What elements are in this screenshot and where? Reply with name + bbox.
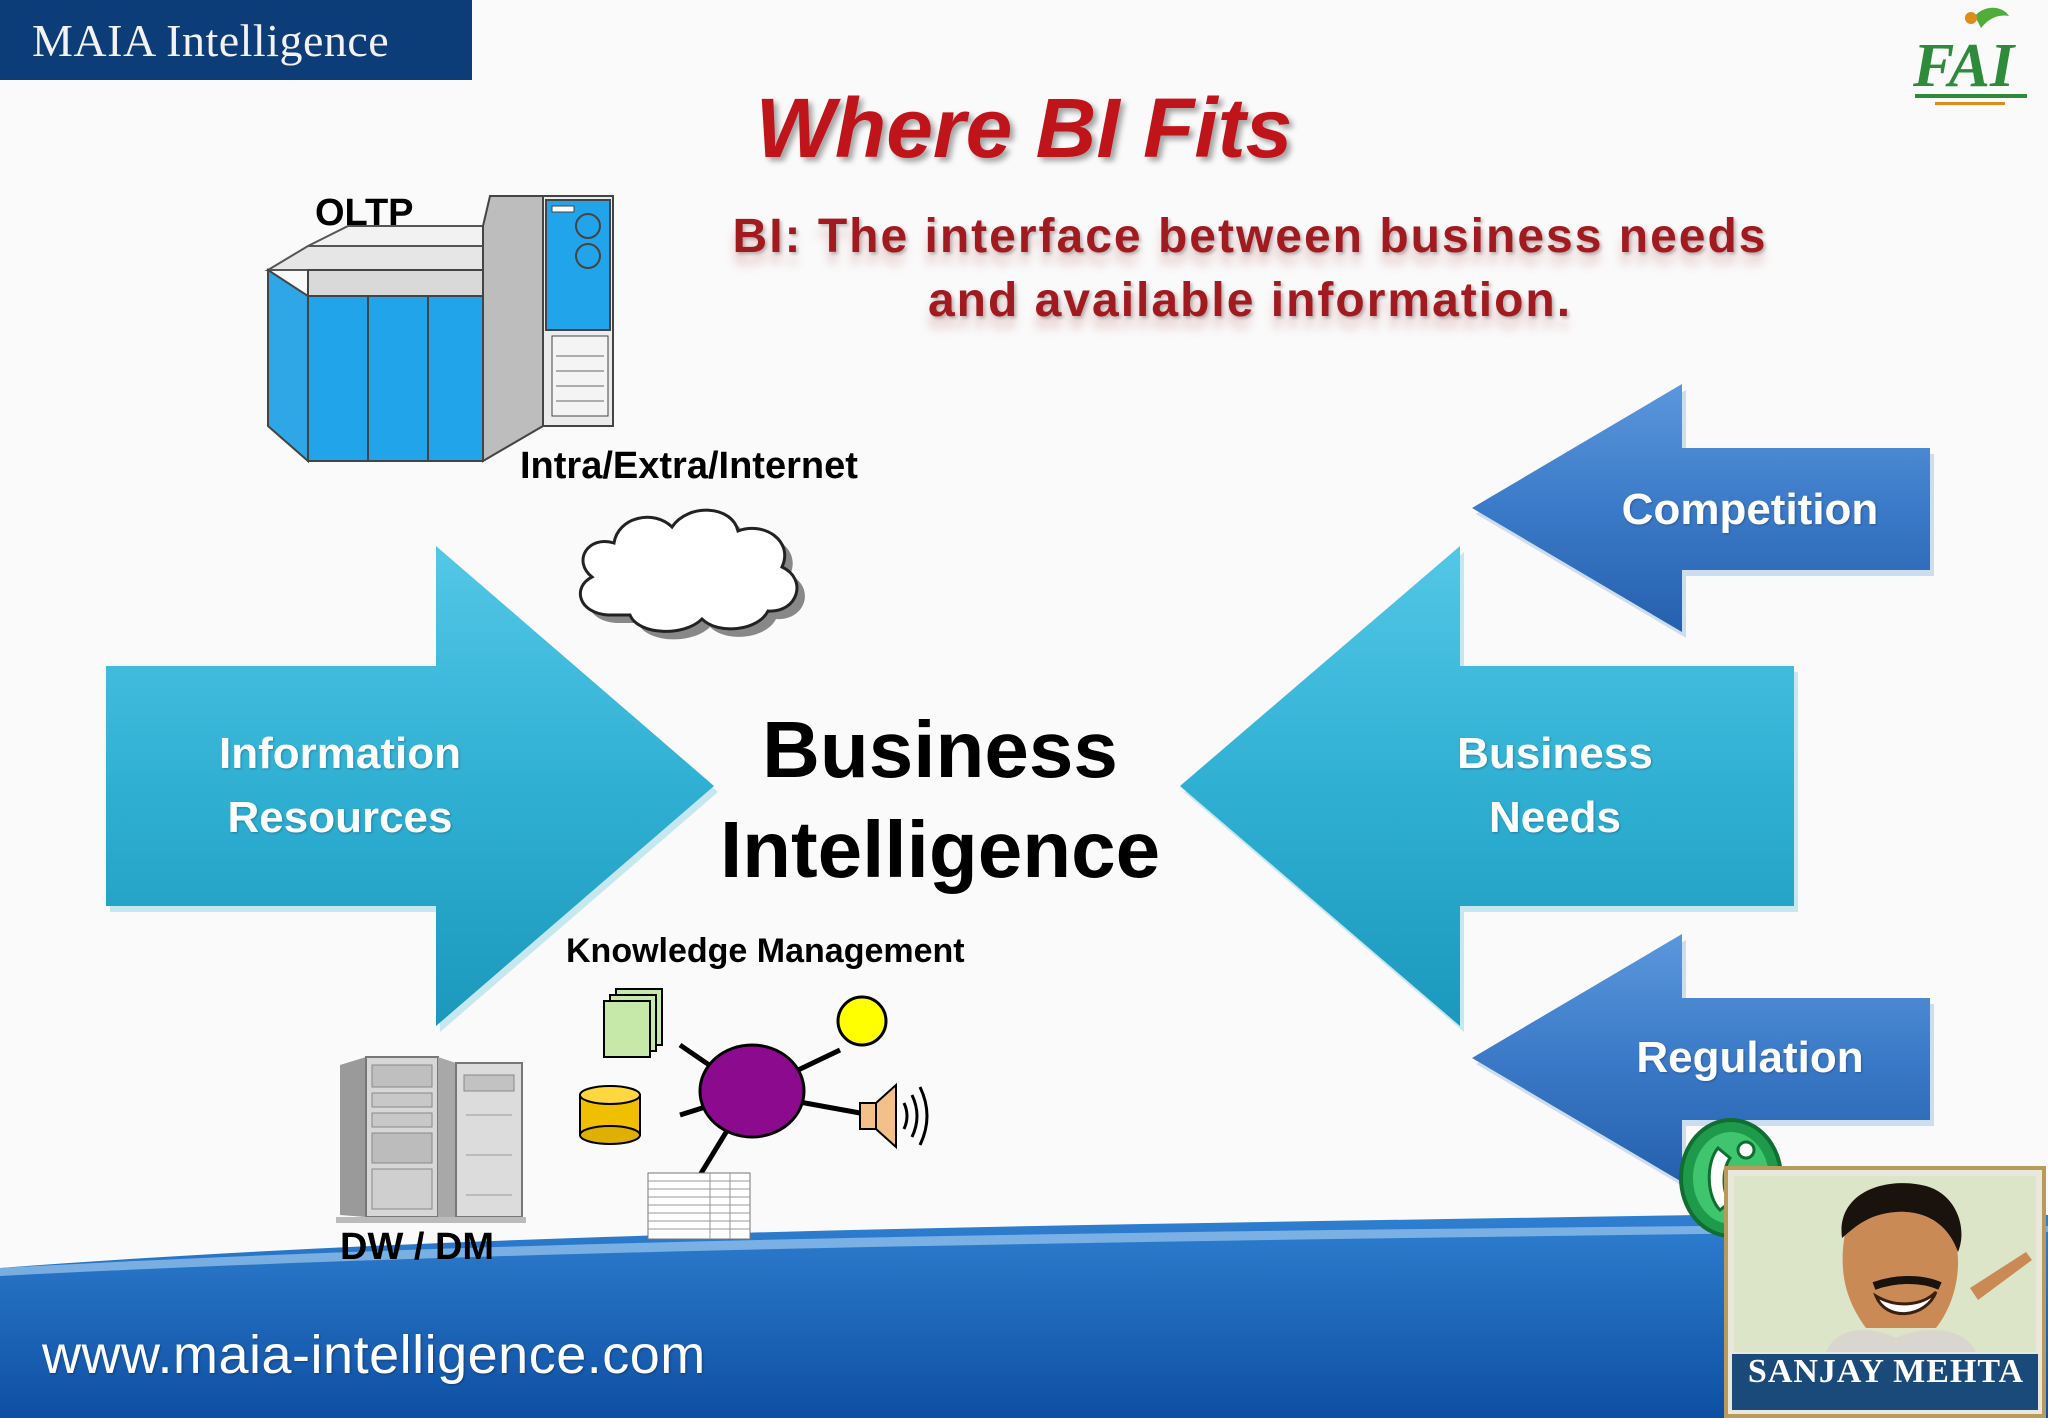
- speaker-icon: [859, 1082, 929, 1150]
- info-resources-line-1: Information: [219, 729, 461, 778]
- business-needs-line-1: Business: [1457, 729, 1653, 778]
- regulation-label: Regulation: [1636, 1033, 1864, 1082]
- cloud-icon: [579, 508, 805, 640]
- document-stack-icon: [603, 988, 663, 1058]
- database-icon: [579, 1085, 641, 1145]
- slide-title: Where BI Fits: [755, 81, 1293, 175]
- info-resources-arrow: [106, 546, 718, 1032]
- info-resources-line-2: Resources: [227, 793, 453, 842]
- mainframe-icon: [264, 195, 614, 464]
- competition-label: Competition: [1621, 485, 1879, 534]
- website-url[interactable]: www.maia-intelligence.com: [42, 1325, 706, 1385]
- spreadsheet-icon: [647, 1172, 751, 1240]
- knowledge-network-diagram: [579, 988, 929, 1240]
- center-line-2: Intelligence: [719, 805, 1161, 894]
- central-node: [698, 1043, 806, 1139]
- network-label: Intra/Extra/Internet: [520, 445, 858, 487]
- idea-node: [836, 995, 888, 1047]
- competition-arrow: [1472, 384, 1934, 638]
- slide-subtitle: BI: The interface between business needs…: [700, 205, 1800, 333]
- center-line-1: Business: [762, 705, 1118, 794]
- fai-logo-text: FAI: [1912, 32, 2016, 100]
- subtitle-line-1: BI: The interface between business needs: [732, 210, 1768, 263]
- regulation-arrow: [1472, 934, 1934, 1188]
- subtitle-line-2: and available information.: [927, 274, 1573, 327]
- presenter-name: SANJAY MEHTA: [1747, 1353, 2025, 1390]
- business-needs-line-2: Needs: [1488, 793, 1622, 842]
- brand-name: MAIA Intelligence: [32, 15, 390, 66]
- brand-banner: [0, 0, 472, 80]
- dw-dm-label: DW / DM: [340, 1226, 495, 1268]
- presenter-portrait: [1724, 1166, 2046, 1418]
- fai-logo: FAI: [1912, 7, 2027, 105]
- business-needs-label: Business Needs: [1405, 722, 1705, 850]
- knowledge-management-label: Knowledge Management: [566, 932, 965, 970]
- info-resources-label: Information Resources: [160, 722, 520, 850]
- business-intelligence-title: Business Intelligence: [680, 700, 1200, 900]
- business-needs-arrow: [1180, 546, 1798, 1032]
- server-rack-icon: [336, 1056, 526, 1223]
